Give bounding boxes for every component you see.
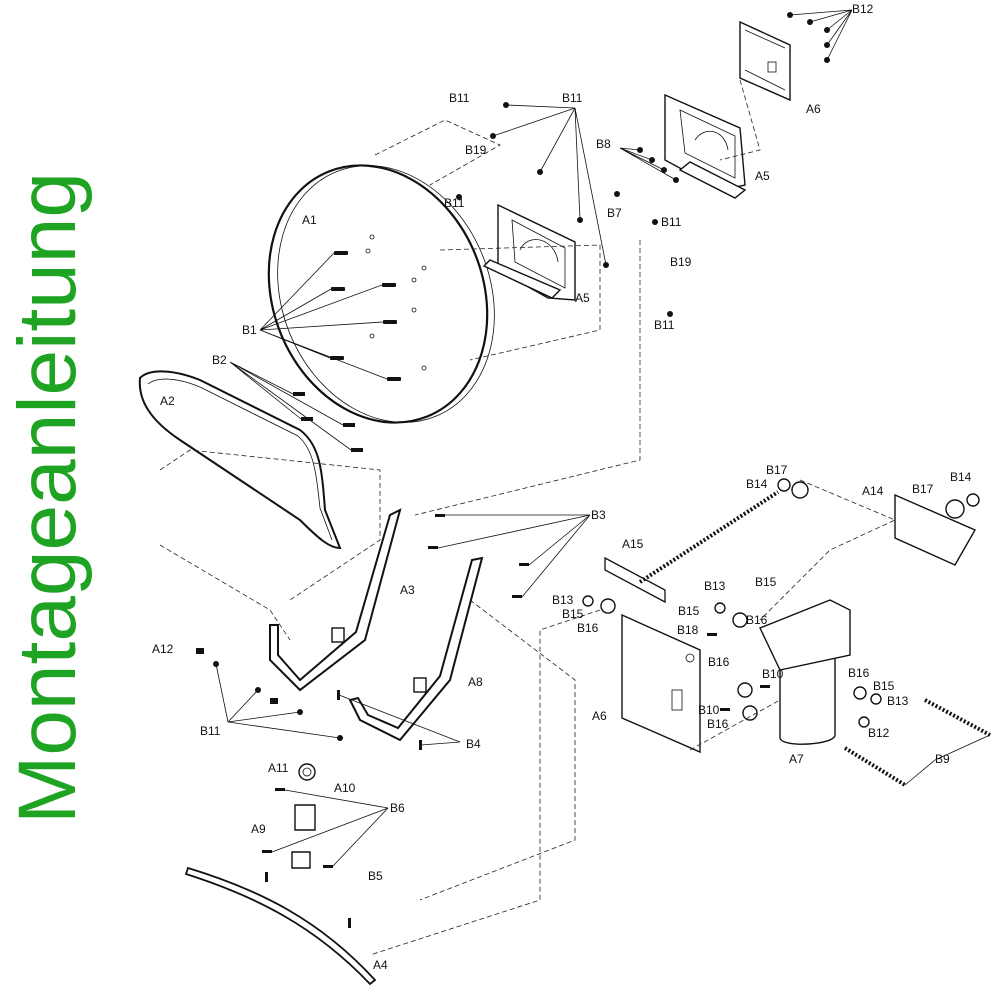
label-b11-f: B11	[200, 724, 221, 738]
label-a4: A4	[373, 958, 388, 972]
mast-clamp-a7	[759, 599, 851, 745]
label-b16-b: B16	[746, 613, 768, 627]
label-b6: B6	[390, 801, 405, 815]
label-a12: A12	[152, 642, 174, 656]
label-a5-upper: A5	[755, 169, 770, 183]
label-b15-c: B15	[755, 575, 777, 589]
label-b2: B2	[212, 353, 227, 367]
dish-rim-a2	[138, 370, 363, 550]
label-b16-e: B16	[848, 666, 870, 680]
label-b3: B3	[591, 508, 606, 522]
label-a8: A8	[468, 675, 483, 689]
washers-nuts	[582, 478, 980, 728]
label-b9: B9	[935, 752, 950, 766]
plate-a6-top	[739, 20, 791, 102]
label-b11-e: B11	[654, 318, 675, 332]
label-a7: A7	[789, 752, 804, 766]
label-b18: B18	[677, 623, 699, 637]
label-a9: A9	[251, 822, 266, 836]
bracket-a5-upper	[664, 93, 747, 199]
label-b7: B7	[607, 206, 622, 220]
label-b1: B1	[242, 323, 257, 337]
label-b11-d: B11	[661, 215, 682, 229]
label-b5: B5	[368, 869, 383, 883]
label-a14: A14	[862, 484, 884, 498]
arm-a3	[269, 508, 484, 742]
hardware-labels: B1 B2 B3 B4 B5 B6 B7 B8 B9 B10 B10 B11 B…	[200, 2, 972, 883]
label-b13-a: B13	[552, 593, 574, 607]
label-b15-a: B15	[562, 607, 584, 621]
label-b4: B4	[466, 737, 481, 751]
label-a5-lower: A5	[575, 291, 590, 305]
label-b15-d: B15	[873, 679, 895, 693]
label-b16-c: B16	[708, 655, 730, 669]
label-b12-a: B12	[852, 2, 874, 16]
label-a6-upper: A6	[806, 102, 821, 116]
label-b16-a: B16	[577, 621, 599, 635]
label-a11: A11	[268, 761, 289, 775]
label-b17-a: B17	[766, 463, 788, 477]
label-b19-a: B19	[465, 143, 487, 157]
label-a10: A10	[334, 781, 356, 795]
plate-a6-lower	[621, 613, 701, 754]
label-b8: B8	[596, 137, 611, 151]
label-b14-b: B14	[950, 470, 972, 484]
threaded-rod-a15	[604, 490, 780, 604]
lnb-holder-parts	[291, 763, 316, 869]
label-b15-b: B15	[678, 604, 700, 618]
label-b11-c: B11	[444, 196, 465, 210]
label-a2: A2	[160, 394, 175, 408]
label-b17-b: B17	[912, 482, 934, 496]
label-a1: A1	[302, 213, 317, 227]
assembly-lines	[159, 79, 896, 956]
label-a6-lower: A6	[592, 709, 607, 723]
label-b19-b: B19	[670, 255, 692, 269]
label-b11-a: B11	[449, 91, 470, 105]
part-labels: A1 A2 A3 A4 A5 A5 A6 A6 A7 A8 A9 A10 A11…	[152, 102, 884, 972]
label-b13-b: B13	[704, 579, 726, 593]
wedge-a14	[894, 493, 976, 566]
label-b13-c: B13	[887, 694, 909, 708]
dish-a1	[267, 164, 495, 424]
bracket-a5-lower	[482, 203, 576, 301]
label-b12-b: B12	[868, 726, 890, 740]
label-b14-a: B14	[746, 477, 768, 491]
label-b16-d: B16	[707, 717, 729, 731]
bolts-b9	[843, 698, 991, 787]
feed-arm-a4	[184, 866, 377, 986]
label-b10-b: B10	[698, 703, 720, 717]
label-b10-a: B10	[762, 667, 784, 681]
label-a15: A15	[622, 537, 644, 551]
leader-lines	[215, 9, 991, 867]
label-a3: A3	[400, 583, 415, 597]
label-b11-b: B11	[562, 91, 583, 105]
